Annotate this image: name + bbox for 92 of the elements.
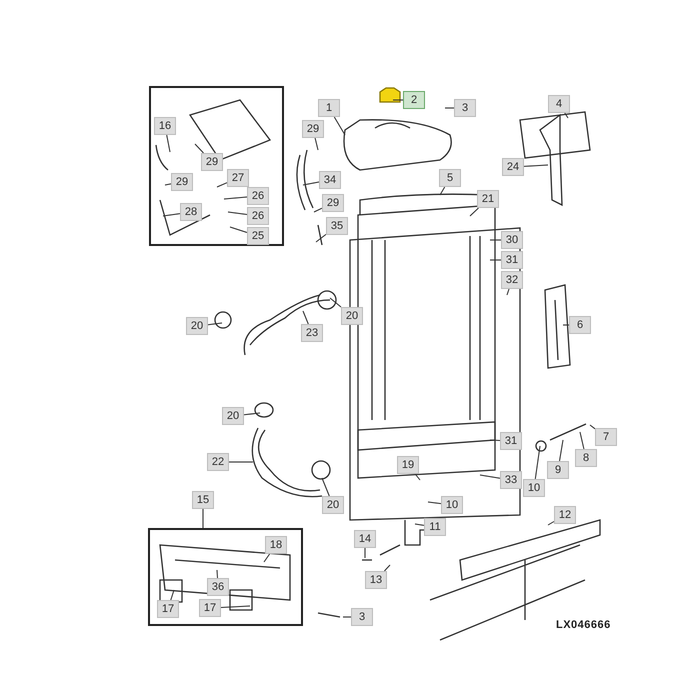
callout-number: 30 (501, 231, 523, 249)
leader-line (224, 196, 248, 200)
leader-line (302, 310, 309, 324)
callout-number: 4 (548, 95, 570, 113)
leader-line (470, 208, 479, 216)
leader-line (202, 508, 204, 528)
leader-line (162, 213, 180, 216)
callout-number: 29 (322, 194, 344, 212)
leader-line (562, 324, 570, 326)
leader-line (564, 112, 568, 118)
callout-number: 17 (199, 599, 221, 617)
callout-number: 20 (222, 407, 244, 425)
callout-number: 36 (207, 578, 229, 596)
callout-number: 29 (171, 173, 193, 191)
leader-line (220, 606, 250, 608)
callout-number: 25 (247, 227, 269, 245)
leader-line (302, 182, 320, 186)
leader-line (322, 478, 330, 496)
callout-number: 15 (192, 491, 214, 509)
drawing-code: LX046666 (556, 619, 611, 631)
leader-line (364, 548, 366, 558)
leader-line (534, 446, 540, 480)
callout-number: 27 (227, 169, 249, 187)
callout-number: 21 (477, 190, 499, 208)
callout-number: 13 (365, 571, 387, 589)
callout-number: 20 (322, 496, 344, 514)
leader-line (228, 212, 248, 215)
callout-number: 12 (554, 506, 576, 524)
callout-number: 5 (439, 169, 461, 187)
inset-frame (149, 86, 284, 246)
callout-number: 19 (397, 456, 419, 474)
callout-number: 33 (500, 471, 522, 489)
leader-line (166, 134, 170, 152)
callout-number: 28 (180, 203, 202, 221)
callout-number: 10 (441, 496, 463, 514)
leader-line (480, 474, 500, 479)
leader-line (524, 164, 548, 167)
leader-line (164, 183, 172, 186)
callout-number: 9 (547, 461, 569, 479)
callout-number: 18 (265, 536, 287, 554)
callout-number: 10 (523, 479, 545, 497)
leader-line (334, 116, 346, 136)
callout-number: 6 (569, 316, 591, 334)
leader-line (440, 186, 446, 196)
callout-number: 26 (247, 207, 269, 225)
callout-number: 8 (575, 449, 597, 467)
callout-number: 1 (318, 99, 340, 117)
leader-line (384, 564, 390, 572)
leader-line (230, 226, 248, 233)
leader-line (216, 570, 218, 578)
callout-number: 31 (501, 251, 523, 269)
leader-line (208, 322, 222, 326)
leader-line (314, 208, 322, 212)
leader-line (559, 440, 564, 462)
callout-number: 26 (247, 187, 269, 205)
leader-line (428, 502, 442, 504)
callout-number: 35 (326, 217, 348, 235)
leader-line (216, 182, 228, 188)
callout-number: 3 (454, 99, 476, 117)
callout-number: 31 (500, 432, 522, 450)
callout-number: 14 (354, 530, 376, 548)
leader-line (244, 412, 260, 416)
leader-line (414, 474, 420, 480)
callout-number: 29 (302, 120, 324, 138)
callout-number: 22 (207, 453, 229, 471)
leader-line (590, 424, 596, 430)
callout-number: 11 (424, 518, 446, 536)
leader-line (548, 521, 554, 526)
callout-number: 20 (341, 307, 363, 325)
leader-line (316, 234, 326, 242)
leader-line (580, 432, 584, 450)
callout-number: 16 (154, 117, 176, 135)
leader-line (342, 616, 352, 618)
callout-number: 29 (201, 153, 223, 171)
callout-number: 32 (501, 271, 523, 289)
callout-number: 24 (502, 158, 524, 176)
callout-number: 20 (186, 317, 208, 335)
leader-line (170, 590, 174, 600)
callout-number: 17 (157, 600, 179, 618)
leader-line (506, 288, 510, 296)
callout-number: 2 (403, 91, 425, 109)
callout-number: 34 (319, 171, 341, 189)
leader-line (414, 524, 424, 526)
callout-number: 23 (301, 324, 323, 342)
leader-line (194, 144, 204, 154)
leader-line (490, 440, 500, 441)
callout-number: 3 (351, 608, 373, 626)
leader-line (264, 554, 270, 562)
leader-line (314, 138, 318, 150)
callout-number: 7 (595, 428, 617, 446)
inset-frame (148, 528, 303, 626)
leader-line (330, 298, 342, 308)
